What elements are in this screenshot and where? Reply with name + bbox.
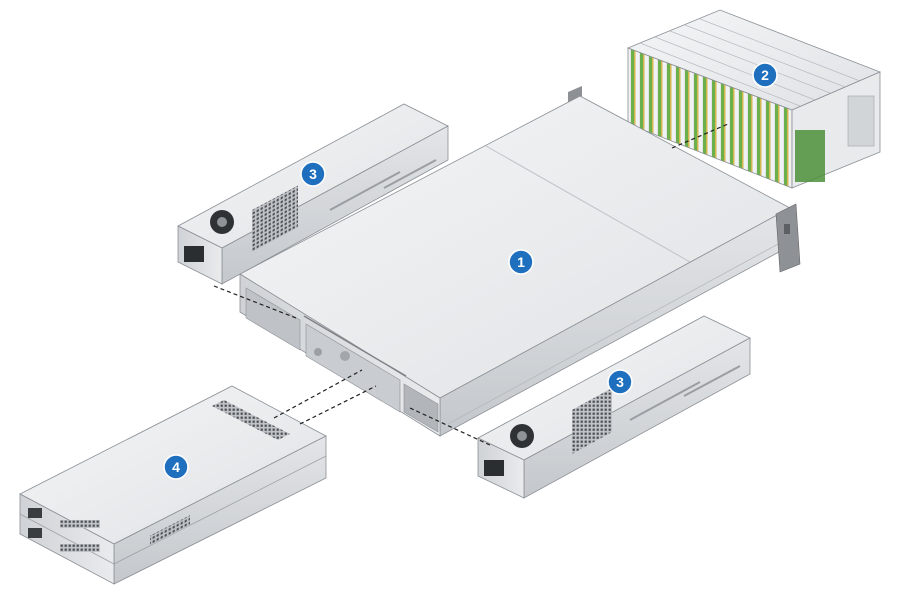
assembly-guides bbox=[213, 123, 729, 447]
callout-psu-bottom: 3 bbox=[607, 369, 633, 395]
callout-controller-label: 4 bbox=[172, 459, 180, 475]
controller-module bbox=[19, 385, 327, 585]
callout-controller: 4 bbox=[163, 454, 189, 480]
callout-psu-top: 3 bbox=[300, 161, 326, 187]
callout-psu-bottom-label: 3 bbox=[616, 374, 624, 390]
callout-disk-module: 2 bbox=[752, 62, 778, 88]
chassis bbox=[239, 86, 801, 437]
callout-psu-top-label: 3 bbox=[309, 166, 317, 182]
callout-chassis: 1 bbox=[508, 249, 534, 275]
disk-module bbox=[626, 9, 882, 189]
callout-disk-module-label: 2 bbox=[761, 67, 769, 83]
callout-chassis-label: 1 bbox=[517, 254, 525, 270]
